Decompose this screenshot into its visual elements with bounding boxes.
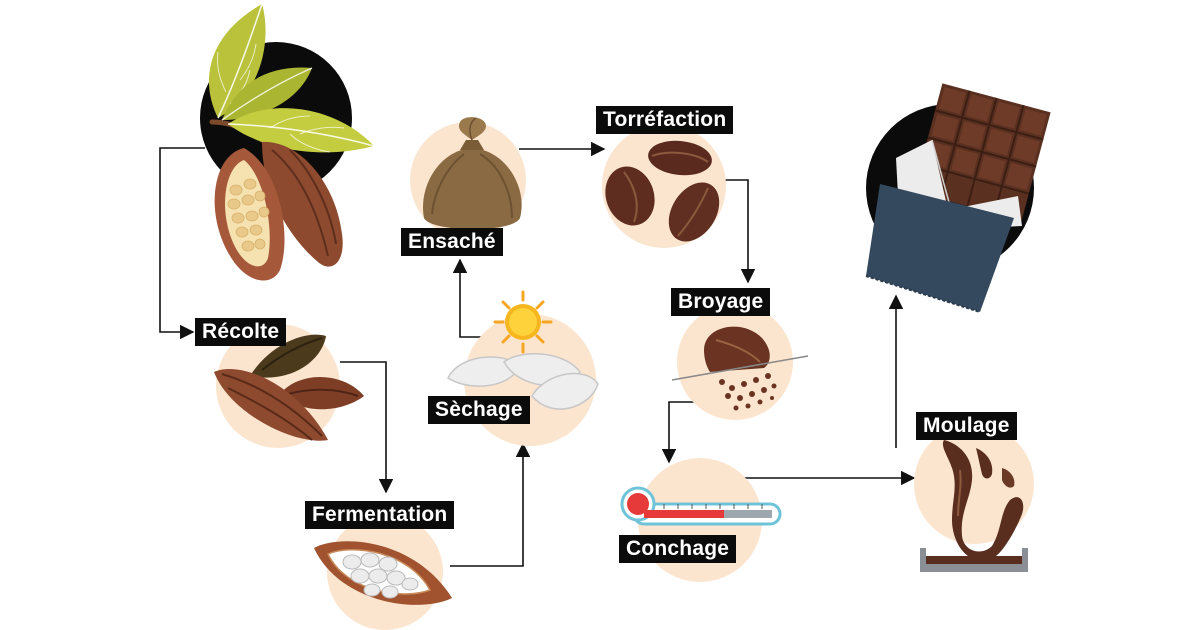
step-label-ensache: Ensaché — [401, 228, 503, 256]
arrow-fermentation-to-sechage — [450, 442, 531, 567]
open-cacao-pod-icon — [214, 148, 285, 281]
arrow-broyage-to-conchage — [661, 401, 697, 464]
thermometer-icon — [620, 486, 782, 526]
step-label-sechage: Sèchage — [428, 396, 530, 424]
sun-icon — [493, 290, 553, 354]
recolte-illustration — [214, 324, 364, 448]
open-cacao-pod-icon — [314, 541, 452, 605]
step-label-fermentation: Fermentation — [305, 501, 455, 529]
ensache-illustration — [410, 117, 526, 238]
grinding-line — [671, 355, 809, 381]
moulage-illustration — [914, 424, 1034, 572]
step-label-recolte: Récolte — [195, 318, 287, 346]
wrapper-sleeve — [865, 184, 1014, 313]
cacao-pod-icon — [280, 376, 364, 410]
step-label-broyage: Broyage — [671, 288, 771, 316]
cacao-pod-icon — [214, 368, 328, 441]
mould-tray-icon — [920, 548, 1028, 572]
cacao-pod-icon — [262, 141, 343, 267]
roasted-bean-icon — [704, 326, 770, 372]
dried-bean-icon — [447, 352, 599, 410]
chocolate-bar-illustration — [865, 83, 1051, 313]
fermentation-illustration — [314, 514, 452, 630]
torrefaction-illustration — [602, 124, 726, 248]
burlap-sack-icon — [423, 117, 522, 230]
arrow-recolte-to-fermentation — [340, 361, 394, 494]
step-label-conchage: Conchage — [619, 535, 737, 563]
leaf-icon — [227, 108, 375, 153]
conchage-illustration — [620, 458, 782, 582]
roasted-bean-icon — [648, 140, 712, 176]
roasted-bean-icon — [605, 166, 655, 226]
cacao-pod-icon — [250, 334, 326, 378]
step-label-torrefaction: Torréfaction — [596, 106, 734, 134]
arrow-plant-to-recolte — [159, 147, 205, 340]
cacao-plant-illustration — [200, 3, 375, 281]
roasted-bean-icon — [668, 182, 720, 242]
connector-arrows — [159, 141, 916, 567]
leaf-icon — [221, 67, 313, 121]
chocolate-bar-icon — [913, 83, 1051, 221]
arrow-torrefaction-to-broyage — [724, 179, 756, 284]
step-label-moulage: Moulage — [916, 412, 1017, 440]
liquid-chocolate-splash-icon — [942, 440, 1024, 560]
arrow-sechage-to-ensache — [452, 258, 495, 338]
cocoa-crumbs — [719, 373, 777, 411]
broyage-illustration — [671, 304, 809, 420]
